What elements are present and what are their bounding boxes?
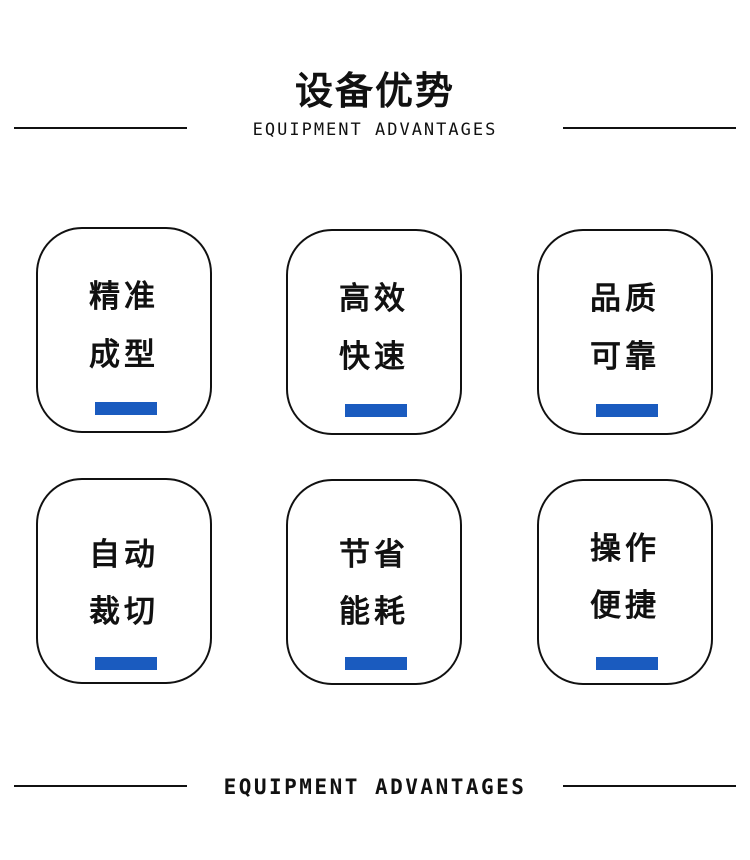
feature-card-label-bottom: 裁切: [89, 594, 159, 630]
page-title: 设备优势: [294, 69, 455, 113]
feature-card-precise-forming: 精准 成型: [36, 227, 212, 433]
feature-card-label-bottom: 快速: [339, 339, 409, 375]
header-divider-left: [14, 127, 187, 129]
feature-card-label-bottom: 可靠: [590, 339, 660, 375]
footer-subtitle: EQUIPMENT ADVANTAGES: [223, 775, 527, 799]
feature-card-label-bottom: 成型: [89, 337, 159, 373]
feature-card-accent-bar: [95, 402, 157, 415]
feature-card-label-bottom: 便捷: [590, 588, 660, 624]
footer-divider-left: [14, 785, 187, 787]
feature-card-accent-bar: [596, 404, 658, 417]
feature-card-efficient-fast: 高效 快速: [286, 229, 462, 435]
feature-card-easy-operation: 操作 便捷: [537, 479, 713, 685]
feature-card-energy-saving: 节省 能耗: [286, 479, 462, 685]
feature-card-label-bottom: 能耗: [339, 594, 409, 630]
feature-card-accent-bar: [345, 404, 407, 417]
feature-card-accent-bar: [596, 657, 658, 670]
feature-card-accent-bar: [345, 657, 407, 670]
feature-card-accent-bar: [95, 657, 157, 670]
feature-card-label-top: 自动: [89, 537, 159, 573]
feature-card-reliable-quality: 品质 可靠: [537, 229, 713, 435]
feature-card-label-top: 操作: [590, 531, 660, 567]
header-divider-right: [563, 127, 736, 129]
feature-card-label-top: 节省: [339, 537, 409, 573]
feature-card-label-top: 品质: [590, 281, 660, 317]
page-subtitle: EQUIPMENT ADVANTAGES: [252, 120, 498, 140]
footer-divider-right: [563, 785, 736, 787]
feature-card-auto-cutting: 自动 裁切: [36, 478, 212, 684]
feature-card-label-top: 精准: [89, 279, 159, 315]
feature-card-label-top: 高效: [339, 281, 409, 317]
